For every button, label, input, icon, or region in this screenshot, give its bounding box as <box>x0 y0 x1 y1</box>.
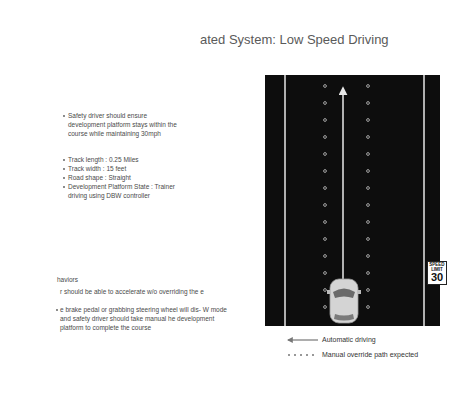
lane-dot <box>367 289 370 292</box>
legend-sample-arrow <box>288 339 318 340</box>
lane-dot <box>324 272 327 275</box>
lane-dot <box>324 255 327 258</box>
lane-dot <box>367 102 370 105</box>
note-text: Development Platform State : Trainer dri… <box>68 183 186 201</box>
lane-dot <box>367 221 370 224</box>
lane-dot <box>324 102 327 105</box>
lane-dot <box>367 238 370 241</box>
path-arrow <box>342 88 344 280</box>
legend-sample-dashed <box>288 354 318 356</box>
lane-dot <box>367 119 370 122</box>
note-text: r should be able to accelerate w/o overr… <box>60 288 232 297</box>
lane-dot <box>324 306 327 309</box>
note-text: Road shape : Straight <box>68 174 228 183</box>
lane-dot <box>324 136 327 139</box>
slide-title: ated System: Low Speed Driving <box>200 32 389 47</box>
note-text: haviors <box>57 276 217 285</box>
road <box>265 75 440 326</box>
note-text: Safety driver should ensure development … <box>68 112 186 138</box>
note-text: Track width : 15 feet <box>68 165 228 174</box>
lane-dot <box>367 204 370 207</box>
lane-dot <box>367 272 370 275</box>
legend-text: Manual override path expected <box>322 351 418 358</box>
lane-dot <box>324 238 327 241</box>
lane-dot <box>367 85 370 88</box>
lane-dot <box>324 85 327 88</box>
lane-dot <box>324 119 327 122</box>
lane-dot <box>324 221 327 224</box>
lane-dot <box>324 187 327 190</box>
lane-dot <box>324 204 327 207</box>
lane-markers <box>324 85 370 309</box>
lane-dot <box>367 170 370 173</box>
lane-dot <box>324 289 327 292</box>
lane-dot <box>367 306 370 309</box>
lane-dot <box>324 170 327 173</box>
lane-dot <box>324 153 327 156</box>
lane-dot <box>367 153 370 156</box>
road-edge-line <box>284 75 286 326</box>
lane-dot <box>367 136 370 139</box>
note-text: Track length : 0.25 Miles <box>68 156 228 165</box>
speed-limit-sign: SPEED LIMIT30 <box>427 261 447 285</box>
lane-dot <box>367 255 370 258</box>
note-text: e brake pedal or grabbing steering wheel… <box>60 306 232 332</box>
sign-heading: SPEED LIMIT <box>429 263 445 272</box>
sign-number: 30 <box>429 272 445 283</box>
road-edge-line <box>423 75 425 326</box>
car <box>327 279 361 323</box>
lane-dot <box>367 187 370 190</box>
legend-text: Automatic driving <box>322 336 376 343</box>
